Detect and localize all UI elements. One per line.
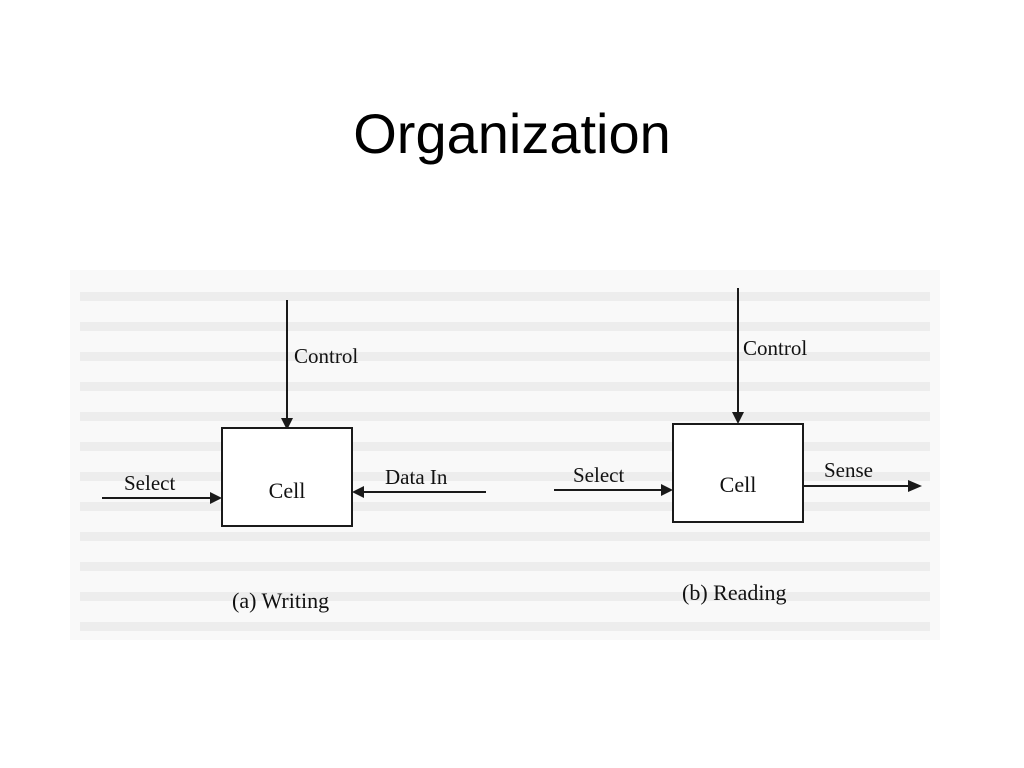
reading-cell-box [672, 423, 804, 523]
writing-caption: (a) Writing [232, 588, 329, 613]
writing-data-in-arrowhead [352, 486, 364, 498]
reading-select-label: Select [573, 463, 624, 487]
writing-control-label: Control [294, 344, 358, 368]
scan-bleed-texture [80, 292, 930, 631]
writing-cell-label: Cell [269, 478, 306, 503]
writing-cell-box [221, 427, 353, 527]
reading-cell-label: Cell [720, 472, 757, 497]
memory-cell-diagram: Control Cell Select Data In (a) Writing [80, 288, 930, 631]
reading-control-arrowhead [732, 412, 744, 424]
reading-select-arrowhead [661, 484, 673, 496]
reading-caption: (b) Reading [682, 580, 786, 605]
reading-sense-label: Sense [824, 458, 873, 482]
memory-cell-figure: Control Cell Select Data In (a) Writing [70, 270, 940, 640]
writing-diagram: Control Cell Select Data In (a) Writing [102, 300, 486, 613]
writing-select-arrowhead [210, 492, 222, 504]
writing-control-arrowhead [281, 418, 293, 430]
reading-sense-arrowhead [908, 480, 922, 492]
slide-title: Organization [353, 102, 671, 165]
reading-control-label: Control [743, 336, 807, 360]
reading-diagram: Control Cell Select Sense (b) Reading [554, 288, 922, 605]
writing-data-in-label: Data In [385, 465, 448, 489]
writing-select-label: Select [124, 471, 175, 495]
